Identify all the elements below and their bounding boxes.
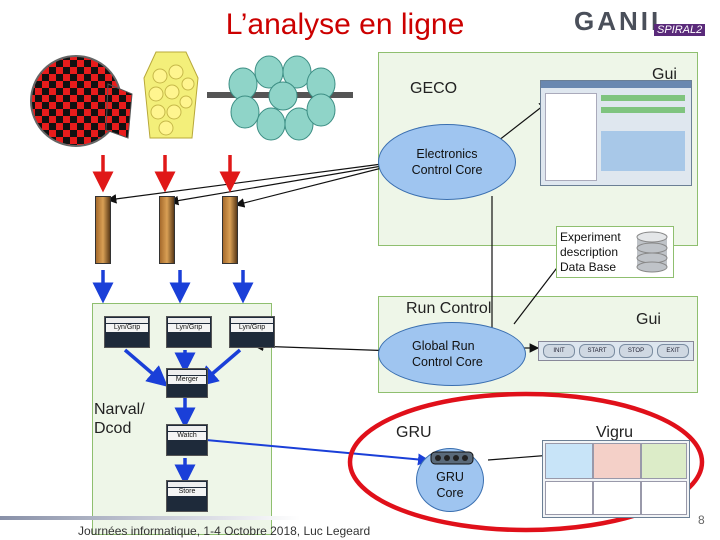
highlight-ellipse: [347, 391, 705, 533]
logo-main-text: GANIL: [574, 6, 670, 36]
narval-card-1: Lyn/Grip: [104, 316, 150, 348]
detector-image-array: [205, 48, 355, 153]
narval-card-store: Store: [166, 480, 208, 512]
geco-label: GECO: [410, 80, 458, 97]
electronics-card-3: [222, 196, 238, 264]
exit-button[interactable]: EXIT: [657, 344, 689, 358]
electronics-card-1: [95, 196, 111, 264]
experiment-db-label: Experiment description Data Base: [560, 230, 621, 274]
logo-sub-text: SPIRAL2: [654, 24, 706, 36]
start-button[interactable]: START: [579, 344, 615, 358]
line-core-to-card-3: [234, 167, 383, 208]
detector-image-yellow: [140, 48, 202, 153]
page-number: 8: [698, 513, 705, 527]
line-gru-to-vigru: [487, 450, 554, 461]
narval-card-3-label: Lyn/Grip: [231, 324, 273, 332]
narval-card-merger-label: Merger: [168, 376, 206, 384]
narval-card-2: Lyn/Grip: [166, 316, 212, 348]
line-core-to-gui: [493, 101, 549, 145]
narval-card-merger: Merger: [166, 368, 208, 398]
run-control-gui-bar: INIT START STOP EXIT: [538, 341, 694, 361]
narval-card-store-label: Store: [168, 488, 206, 496]
narval-label: Narval/ Dcod: [94, 401, 145, 437]
electronics-core-label: Electronics Control Core: [411, 147, 483, 177]
ganil-logo: GANIL SPIRAL2: [574, 6, 716, 44]
database-icon: [636, 231, 668, 273]
electronics-control-core: Electronics Control Core: [378, 124, 516, 200]
narval-card-watch: Watch: [166, 424, 208, 456]
narval-card-watch-label: Watch: [168, 432, 206, 440]
gru-label: GRU: [396, 424, 432, 441]
global-run-core-label: Global Run Control Core: [412, 339, 483, 369]
run-control-label: Run Control: [406, 300, 492, 317]
run-control-gui-label: Gui: [636, 311, 661, 328]
init-button[interactable]: INIT: [543, 344, 575, 358]
line-core-to-card-2: [168, 165, 383, 206]
detector-image-checker: [28, 46, 138, 161]
gru-core-label: GRU Core: [436, 470, 464, 500]
vigru-screenshot: [542, 440, 690, 518]
footer-bar: [0, 516, 300, 520]
gru-core-icon: [430, 451, 474, 465]
electronics-card-2: [159, 196, 175, 264]
experiment-db-box: Experiment description Data Base: [556, 226, 674, 278]
narval-card-3: Lyn/Grip: [229, 316, 275, 348]
narval-card-2-label: Lyn/Grip: [168, 324, 210, 332]
global-run-control-core: Global Run Control Core: [378, 322, 526, 386]
line-core-to-card-1: [106, 163, 383, 204]
geco-gui-screenshot: [540, 80, 692, 186]
slide-title: L’analyse en ligne: [225, 8, 465, 41]
geco-gui-label: Gui: [652, 66, 677, 83]
vigru-label: Vigru: [596, 424, 634, 441]
footer-text: Journées informatique, 1-4 Octobre 2018,…: [78, 524, 371, 538]
narval-card-1-label: Lyn/Grip: [106, 324, 148, 332]
stop-button[interactable]: STOP: [619, 344, 653, 358]
